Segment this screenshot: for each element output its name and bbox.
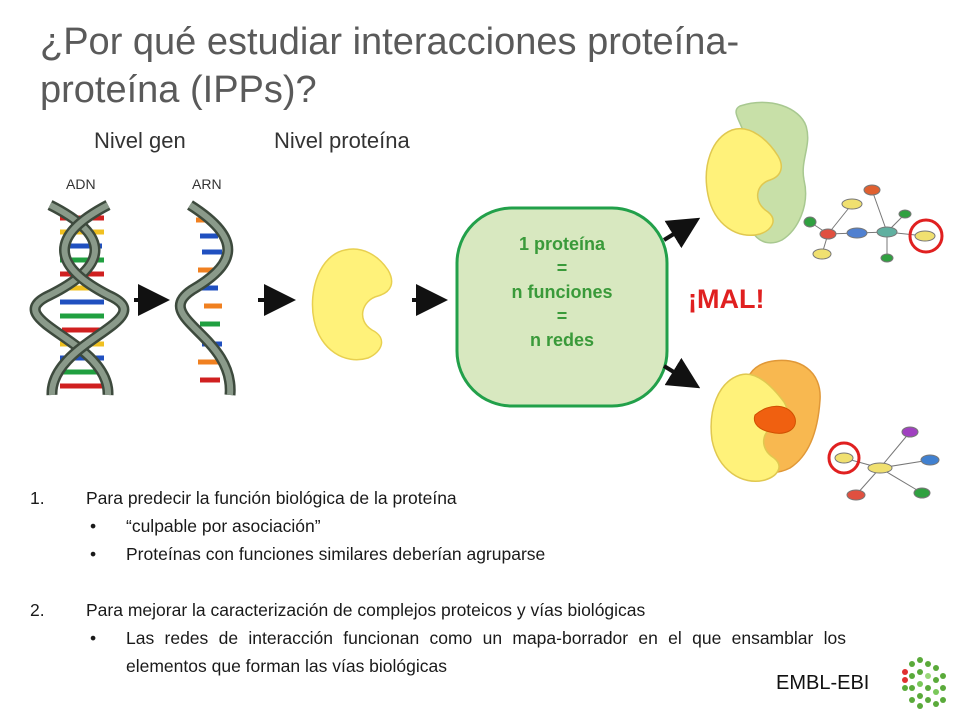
title-line-2: proteína (IPPs)? (40, 69, 317, 111)
point-number: 2. (30, 600, 45, 620)
bullet-item: • Proteínas con funciones similares debe… (30, 540, 890, 568)
protein-shape-icon (311, 248, 393, 361)
wrong-label: ¡MAL! (688, 284, 765, 314)
right-arrow-icon (662, 357, 701, 389)
bullet-glyph: • (90, 516, 97, 536)
points-list: 1. Para predecir la función biológica de… (30, 484, 890, 680)
protein-complex-top-icon (705, 101, 809, 244)
interaction-network-icon (803, 184, 944, 263)
point-text: Para mejorar la caracterización de compl… (86, 600, 646, 620)
rna-label: ARN (192, 176, 222, 192)
center-line: n redes (529, 330, 595, 350)
bullet-glyph: • (90, 544, 97, 564)
bullet-text: Proteínas con funciones similares deberí… (126, 544, 546, 564)
footer-logo-text: EMBL-EBI (776, 672, 870, 694)
page-title: ¿Por qué estudiar interacciones proteína… (40, 18, 940, 114)
embl-ebi-hexagon-logo-icon (902, 657, 946, 709)
level-protein-label: Nivel proteína (274, 128, 410, 153)
interaction-network-icon (827, 426, 940, 501)
protein-complex-bottom-icon (710, 359, 821, 482)
right-arrow-icon (662, 217, 701, 249)
bullet-item: • Las redes de interacción funcionan com… (30, 624, 890, 680)
dna-label: ADN (66, 176, 96, 192)
point-text: Para predecir la función biológica de la… (86, 488, 457, 508)
level-gene-label: Nivel gen (94, 128, 186, 153)
center-line: = (556, 258, 568, 278)
protein-function-box (455, 206, 669, 408)
center-box-text: 1 proteína = n funciones = n redes (462, 232, 662, 352)
bullet-text: “culpable por asociación” (126, 516, 321, 536)
rna-helix-icon (174, 200, 236, 396)
point-2: 2. Para mejorar la caracterización de co… (30, 596, 890, 624)
dna-double-helix-icon (29, 200, 130, 396)
center-line: 1 proteína (518, 234, 606, 254)
bullet-text: Las redes de interacción funcionan como … (126, 628, 846, 676)
center-line: n funciones (511, 282, 613, 302)
point-1: 1. Para predecir la función biológica de… (30, 484, 890, 512)
bullet-item: • “culpable por asociación” (30, 512, 890, 540)
point-number: 1. (30, 488, 45, 508)
bullet-glyph: • (90, 628, 97, 648)
center-line: = (556, 306, 568, 326)
title-line-1: ¿Por qué estudiar interacciones proteína… (40, 21, 740, 63)
